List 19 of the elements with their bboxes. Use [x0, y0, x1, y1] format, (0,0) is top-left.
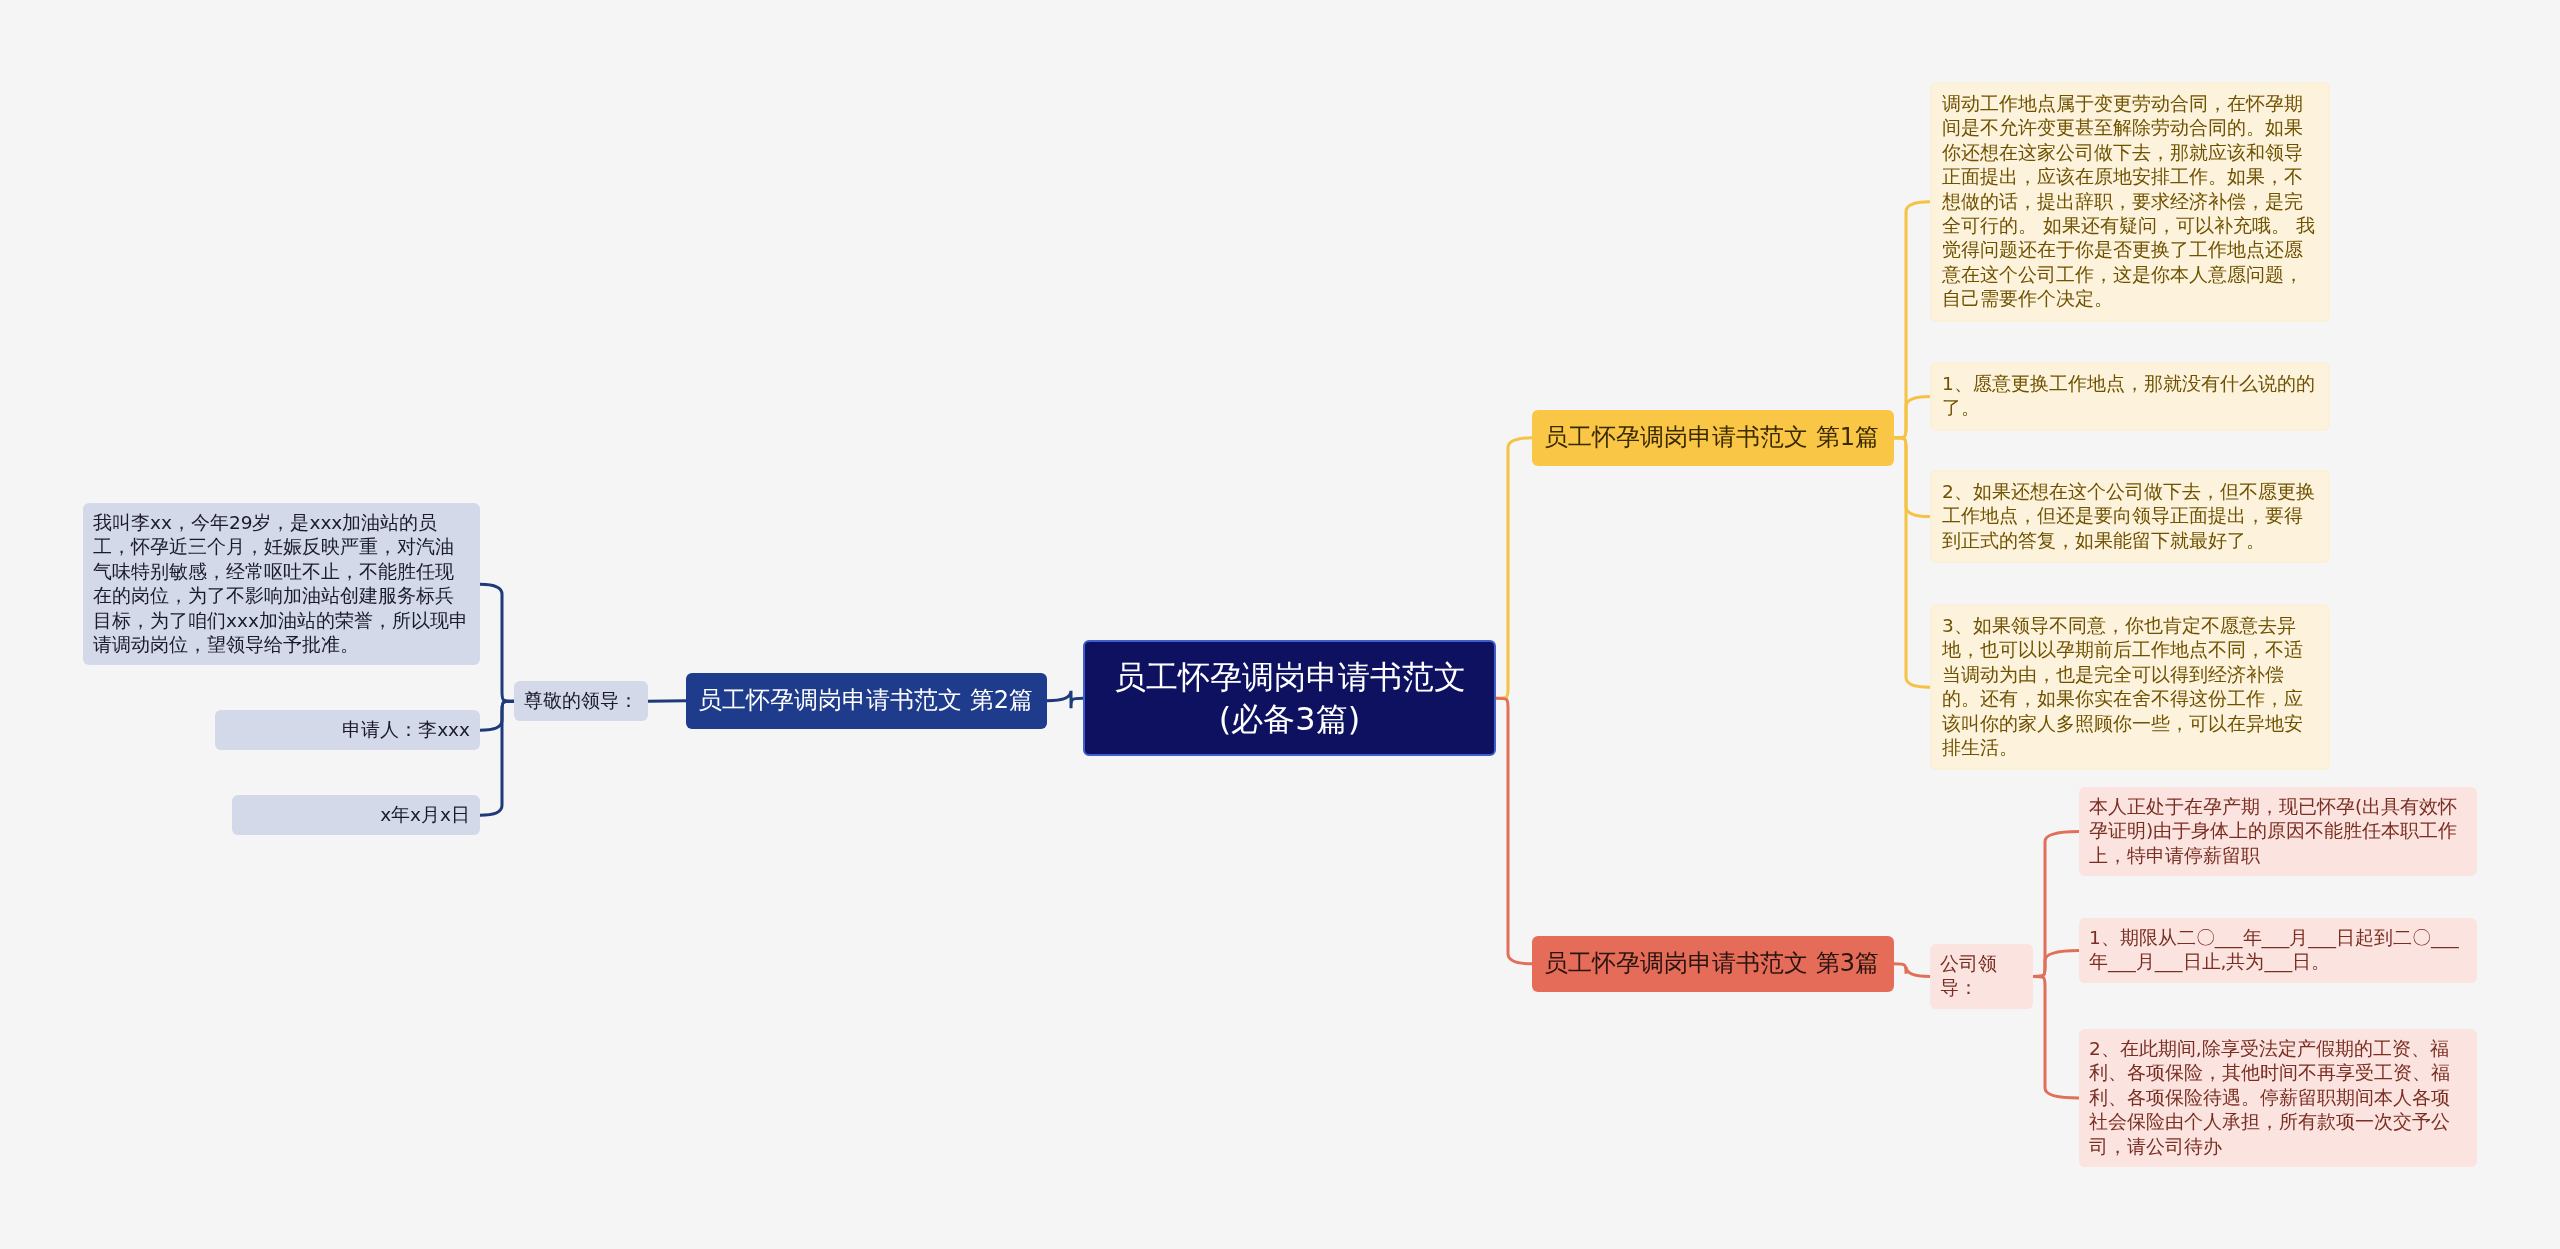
connector-line [648, 699, 686, 703]
text-box: 本人正处于在孕产期，现已怀孕(出具有效怀孕证明)由于身体上的原因不能胜任本职工作上，特申请停薪留职 [2079, 787, 2477, 877]
text-box: 3、如果领导不同意，你也肯定不愿意去异地，也可以以孕期前后工作地点不同，不适当调动为由，也是完全可以得到经济补偿的。还有，如果你实在舍不得这份工作，应该叫你的家人多照顾你一些，可以在异地安排生活。 [1930, 604, 2330, 771]
text-box: x年x月x日 [232, 795, 480, 836]
text-box: 2、如果还想在这个公司做下去，但不愿更换工作地点，但还是要向领导正面提出，要得到正式的答复，如果能留下就最好了。 [1930, 470, 2330, 564]
text-box: 公司领导： [1930, 944, 2033, 1009]
topic-box: 员工怀孕调岗申请书范文 第2篇 [686, 673, 1047, 729]
text-box: 尊敬的领导： [514, 681, 648, 722]
text-box: 1、期限从二〇___年___月___日起到二〇___年___月___日止,共为___日。 [2079, 918, 2477, 983]
text-box: 1、愿意更换工作地点，那就没有什么说的的了。 [1930, 362, 2330, 431]
topic-box: 员工怀孕调岗申请书范文 第3篇 [1532, 936, 1894, 992]
connector-line [1894, 962, 1931, 978]
text-box: 申请人：李xxx [215, 710, 480, 751]
text-box: 2、在此期间,除享受法定产假期的工资、福利、各项保险，其他时间不再享受工资、福利、各项保险待遇。停薪留职期间本人各项社会保险由个人承担，所有款项一次交予公司，请公司待办 [2079, 1029, 2477, 1168]
text-box: 我叫李xx，今年29岁，是xxx加油站的员工，怀孕近三个月，妊娠反映严重，对汽油气味特别敏感，经常呕吐不止，不能胜任现在的岗位，为了不影响加油站创建服务标兵目标，为了咱们xxx加油站的荣誉，所以现申请调动岗位，望领导给予批准。 [83, 503, 480, 666]
connector-line [1046, 689, 1083, 710]
text-box: 调动工作地点属于变更劳动合同，在怀孕期间是不允许变更甚至解除劳动合同的。如果你还想在这家公司做下去，那就应该和领导正面提出，应该在原地安排工作。如果，不想做的话，提出辞职，要求经济补偿，是完全可行的。 如果还有疑问，可以补充哦。 我觉得问题还在于你是否更换了工作地点还愿意在这个公司工作，这是你本人意愿问题，自己需要作个决定。 [1930, 82, 2330, 322]
topic-box: 员工怀孕调岗申请书范文 第1篇 [1532, 410, 1894, 466]
central-topic-box: 员工怀孕调岗申请书范文(必备3篇) [1083, 640, 1496, 757]
